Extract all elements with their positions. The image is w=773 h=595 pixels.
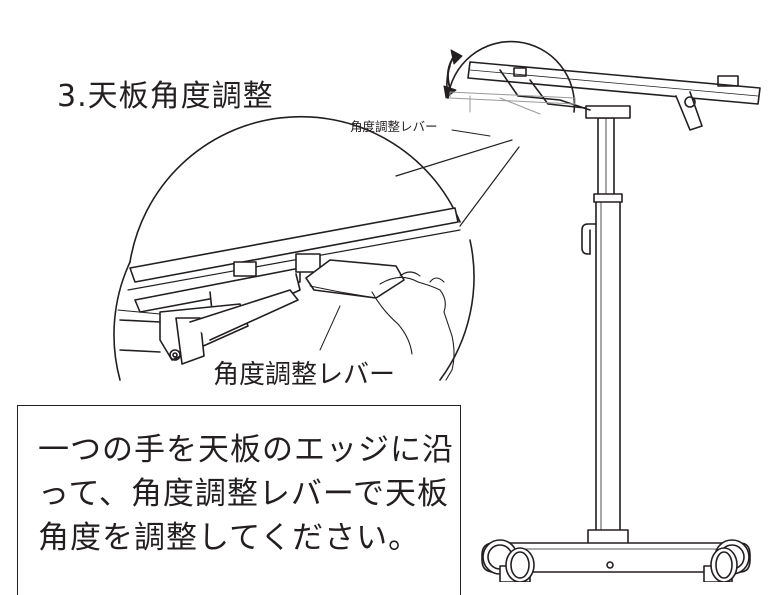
arrow-up-icon bbox=[450, 49, 463, 65]
instruction-box: 一つの手を天板のエッジに沿 って、角度調整レバーで天板 角度を調整してください。 bbox=[17, 405, 461, 595]
hand bbox=[379, 276, 455, 381]
magnified-circle bbox=[113, 115, 520, 381]
tilted-tabletop bbox=[467, 61, 761, 131]
angle-lever-paddle bbox=[305, 259, 405, 299]
top-lever-label: 角度調整レバー bbox=[350, 119, 438, 134]
desk-illustration bbox=[113, 40, 761, 582]
left-caster bbox=[499, 547, 535, 582]
detail-circle-top bbox=[443, 40, 576, 137]
zoom-lever-label: 角度調整レバー bbox=[211, 360, 398, 390]
right-caster bbox=[703, 547, 738, 582]
step-title: 3.天板角度調整 bbox=[57, 79, 274, 114]
instruction-line-1: 一つの手を天板のエッジに沿 bbox=[38, 432, 454, 468]
bag-hook bbox=[581, 223, 597, 255]
desk-stand bbox=[467, 61, 761, 582]
instruction-line-2: って、角度調整レバーで天板 bbox=[38, 476, 450, 512]
instruction-line-3: 角度を調整してください。 bbox=[38, 520, 421, 556]
